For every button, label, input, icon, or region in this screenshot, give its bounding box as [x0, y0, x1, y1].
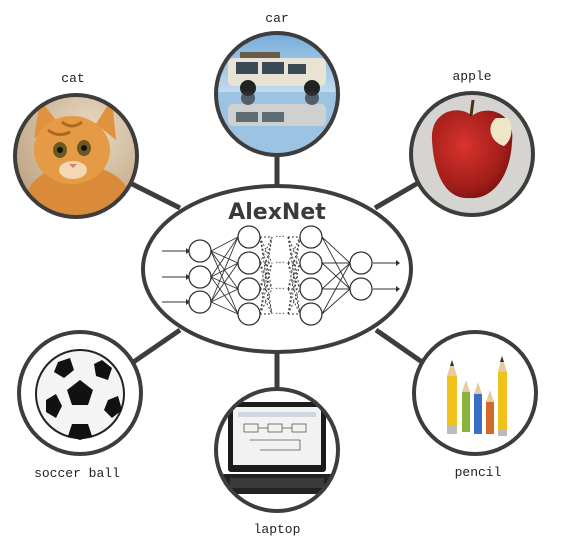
network-edge [259, 236, 273, 290]
arrow-head [396, 286, 400, 292]
network-edge [259, 262, 273, 315]
network-node [299, 225, 323, 249]
ellipsis-mark: ··· [275, 232, 285, 243]
network-edge [287, 236, 301, 315]
network-edge [287, 262, 301, 315]
class-node-pencil: pencil [412, 330, 538, 480]
connector-pencil [374, 327, 424, 365]
network-node [349, 277, 373, 301]
network-edge [287, 236, 301, 264]
class-node-soccer-ball: soccer ball [17, 330, 143, 481]
class-node-apple: apple [409, 69, 535, 217]
connector-soccer-ball [130, 327, 182, 366]
network-edge [259, 236, 273, 315]
network-edge [321, 262, 351, 290]
class-label-apple: apple [452, 69, 491, 84]
network-title: AlexNet [228, 200, 326, 225]
network-edge [321, 262, 351, 315]
network-node [299, 302, 323, 326]
network-node [237, 251, 261, 275]
arrow-head [186, 248, 190, 254]
class-node-cat: cat [13, 71, 139, 219]
class-node-laptop: laptop [214, 387, 340, 537]
network-edge [210, 262, 239, 303]
ellipsis-mark: ··· [275, 309, 285, 320]
arrow-head [186, 274, 190, 280]
connector-cat [126, 179, 182, 211]
network-node [237, 302, 261, 326]
network-edge [259, 288, 273, 315]
class-label-soccer-ball: soccer ball [34, 466, 120, 481]
network-edge [259, 262, 273, 290]
network-node [188, 290, 212, 314]
ellipsis-mark: ··· [275, 284, 285, 295]
network-node [188, 239, 212, 263]
network-edge [210, 236, 239, 252]
network-edge [259, 236, 273, 315]
arrow-head [186, 299, 190, 305]
pencil-image [414, 332, 536, 454]
network-edge [210, 236, 239, 278]
alexnet-network: AlexNet ··· ··· ··· ··· [141, 184, 413, 354]
network-edge [287, 236, 301, 290]
network-node [188, 265, 212, 289]
network-ellipse [141, 184, 413, 354]
apple-image [411, 93, 533, 215]
network-edge [321, 236, 351, 264]
network-edge [259, 236, 273, 264]
network-edge [287, 236, 301, 315]
network-node [349, 251, 373, 275]
class-label-car: car [265, 11, 288, 26]
network-edge [287, 262, 301, 315]
network-edge [321, 288, 351, 315]
network-node [299, 251, 323, 275]
class-label-cat: cat [61, 71, 84, 86]
neural-net-graphic: ··· ··· ··· ··· [162, 225, 400, 326]
network-edge [287, 236, 301, 290]
class-label-laptop: laptop [254, 522, 301, 537]
network-node [237, 277, 261, 301]
cat-image [15, 95, 137, 217]
class-node-car: car [214, 11, 340, 157]
network-edge [287, 262, 301, 290]
network-node [237, 225, 261, 249]
network-edge [259, 262, 273, 290]
network-edge [210, 288, 239, 303]
network-edge [210, 236, 239, 303]
network-edge [259, 236, 273, 290]
connector-apple [373, 180, 420, 211]
network-edge [287, 288, 301, 315]
ellipsis-mark: ··· [275, 258, 285, 269]
network-edge [287, 262, 301, 290]
soccer-ball-image [19, 332, 141, 454]
class-label-pencil: pencil [455, 465, 502, 480]
laptop-image [216, 389, 338, 511]
arrow-head [396, 260, 400, 266]
network-edge [287, 236, 301, 264]
car-image [216, 33, 338, 155]
network-node [299, 277, 323, 301]
network-edge [210, 301, 239, 315]
network-edge [259, 262, 273, 315]
connector-lines [126, 155, 424, 389]
network-edge [259, 236, 273, 264]
